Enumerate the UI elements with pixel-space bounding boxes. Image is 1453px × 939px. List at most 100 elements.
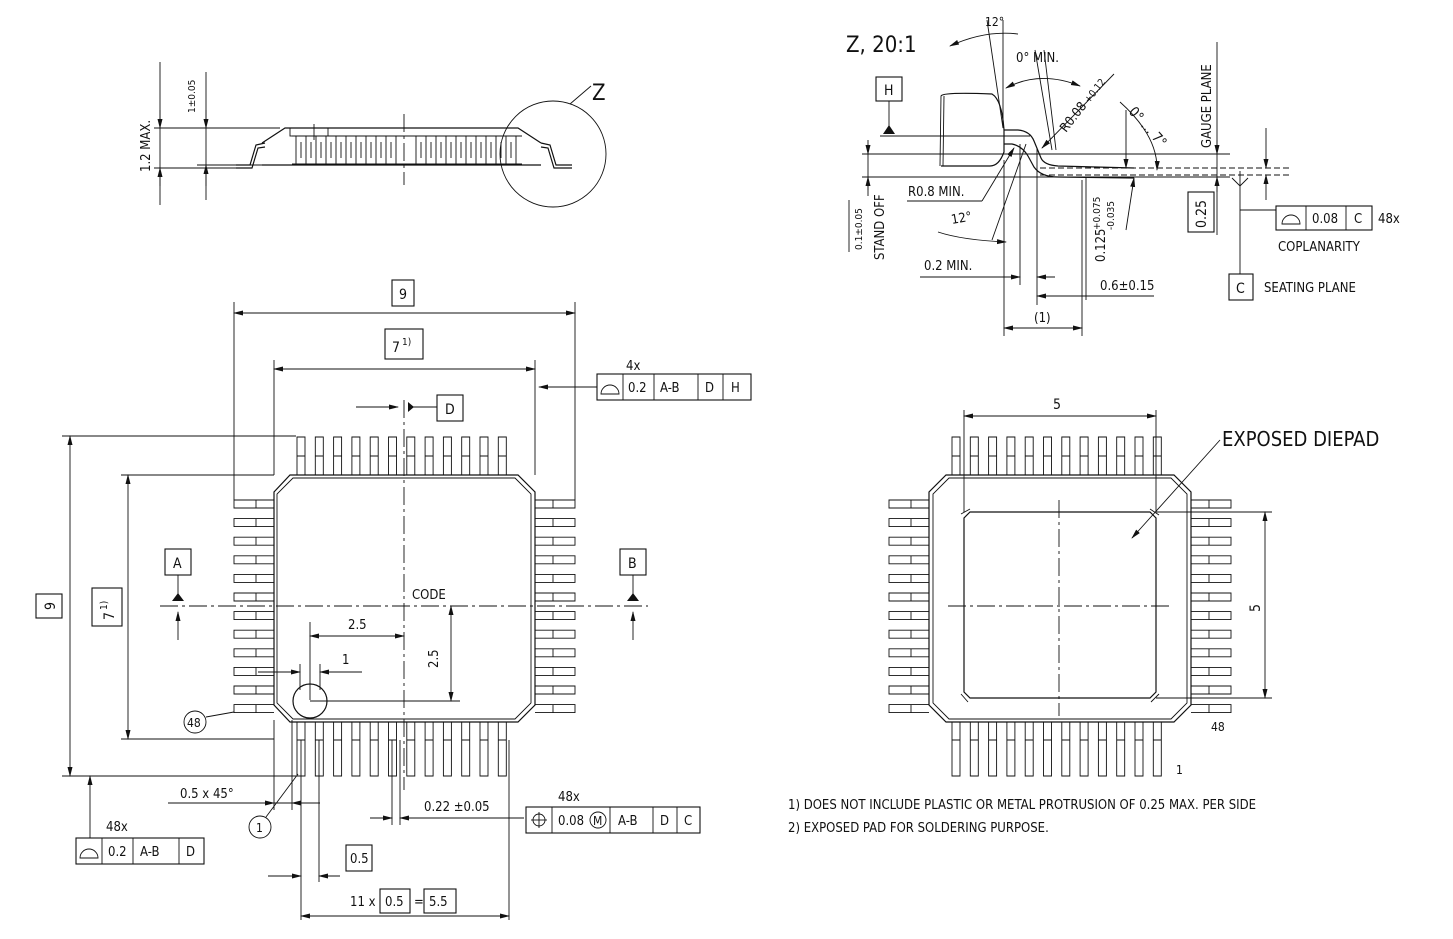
lead <box>369 722 379 777</box>
detail-title: Z, 20:1 <box>846 33 917 58</box>
lead <box>406 436 416 475</box>
lead <box>535 499 576 509</box>
package-body-top <box>261 127 542 144</box>
lead <box>888 592 929 602</box>
fcf-left-datum2: D <box>186 845 195 860</box>
fcf-top-count: 4x <box>626 359 640 374</box>
lead <box>1116 436 1126 475</box>
fcf-pos-count: 48x <box>558 790 580 805</box>
lead <box>1191 704 1232 714</box>
lead <box>888 648 929 658</box>
fcf-top-datum1: A-B <box>660 381 680 396</box>
lead <box>535 685 576 695</box>
lead <box>535 536 576 546</box>
dim-9-horizontal: 9 <box>399 287 407 303</box>
dim-5-horizontal: 5 <box>1053 397 1061 413</box>
lead <box>1043 436 1052 475</box>
lead <box>1024 436 1034 475</box>
datum-d: D <box>445 402 455 418</box>
lead <box>424 722 434 777</box>
pitch-eq: = <box>414 895 424 910</box>
lead <box>1116 722 1126 777</box>
left-lead <box>236 142 266 166</box>
ref-1: (1) <box>1034 311 1051 326</box>
angle-0-min: 0° MIN. <box>1016 51 1059 66</box>
top-body-outer <box>273 474 536 723</box>
radius-r008: R0.08+0.12 <box>1057 75 1109 135</box>
lead <box>1079 722 1089 777</box>
dim-25-vertical: 2.5 <box>427 649 442 668</box>
lead <box>233 666 274 676</box>
fcf-left-count: 48x <box>106 820 128 835</box>
lead <box>233 592 274 602</box>
body-thickness-label: 1±0.05 <box>187 80 198 113</box>
lead <box>888 611 929 621</box>
lead <box>351 722 361 777</box>
standoff-value: 0.1±0.05 <box>854 208 865 250</box>
lead <box>1097 722 1107 777</box>
lead <box>1061 436 1071 475</box>
fcf-top: 0.2 A-B D H <box>596 373 752 401</box>
lead <box>1191 518 1232 528</box>
datum-b: B <box>628 556 637 572</box>
lead <box>424 436 434 475</box>
seating-plane: SEATING PLANE <box>1264 281 1356 296</box>
fcf-pos-datum1: A-B <box>618 814 638 829</box>
lead <box>497 722 507 777</box>
lead <box>233 629 274 639</box>
gauge-plane: GAUGE PLANE <box>1200 64 1215 148</box>
lead <box>888 573 929 583</box>
code-label: CODE <box>412 588 446 603</box>
lead <box>1191 499 1232 509</box>
top-leads-bottom <box>296 722 507 777</box>
fcf-pos-mod: M <box>593 814 602 828</box>
lead <box>314 436 324 475</box>
lead <box>406 722 416 777</box>
max-height-label: 1.2 MAX. <box>139 120 154 172</box>
dim-7-vertical: 71) <box>99 601 118 620</box>
lead <box>1152 722 1162 777</box>
lead <box>535 629 576 639</box>
lead-width: 0.22 ±0.05 <box>424 800 490 815</box>
lead <box>461 436 471 475</box>
lead <box>888 555 929 565</box>
bottom-body <box>928 474 1192 723</box>
pitch: 0.5 <box>350 852 369 867</box>
exposed-diepad-label: EXPOSED DIEPAD <box>1222 427 1379 451</box>
lead <box>233 611 274 621</box>
lead <box>888 536 929 546</box>
fcf-top-datum3: H <box>731 381 740 396</box>
lead-upper <box>1004 129 1135 169</box>
chamfer-label: 0.5 x 45° <box>180 787 234 802</box>
lead <box>1191 573 1232 583</box>
fcf-top-tol: 0.2 <box>628 381 647 396</box>
dim-1: 1 <box>342 653 349 668</box>
standoff-label: STAND OFF <box>873 194 888 260</box>
bottom-pin-48: 48 <box>1211 720 1225 734</box>
gauge-value: 0.25 <box>1194 200 1210 228</box>
bottom-pin-1: 1 <box>1176 763 1183 777</box>
note-2: 2) EXPOSED PAD FOR SOLDERING PURPOSE. <box>788 821 1049 836</box>
angle-range: 0° ... 7° <box>1125 104 1169 151</box>
lead <box>1024 722 1034 777</box>
right-lead <box>540 142 572 166</box>
top-leads-right <box>535 499 576 714</box>
lead <box>951 722 961 777</box>
lead <box>535 648 576 658</box>
lead <box>888 629 929 639</box>
dim-9-vertical: 9 <box>43 602 59 610</box>
datum-a: A <box>173 556 182 572</box>
lead <box>535 518 576 528</box>
min-02: 0.2 MIN. <box>924 259 972 274</box>
coplanarity-fcf: 0.08 C <box>1275 205 1373 231</box>
lead <box>1191 629 1232 639</box>
lead <box>1191 648 1232 658</box>
note-1: 1) DOES NOT INCLUDE PLASTIC OR METAL PRO… <box>788 798 1256 813</box>
coplanarity-value: 0.08 <box>1312 212 1338 227</box>
lead <box>233 518 274 528</box>
lead <box>535 573 576 583</box>
fcf-pos-datum3: C <box>684 814 692 829</box>
coplanarity-datum: C <box>1354 212 1362 227</box>
